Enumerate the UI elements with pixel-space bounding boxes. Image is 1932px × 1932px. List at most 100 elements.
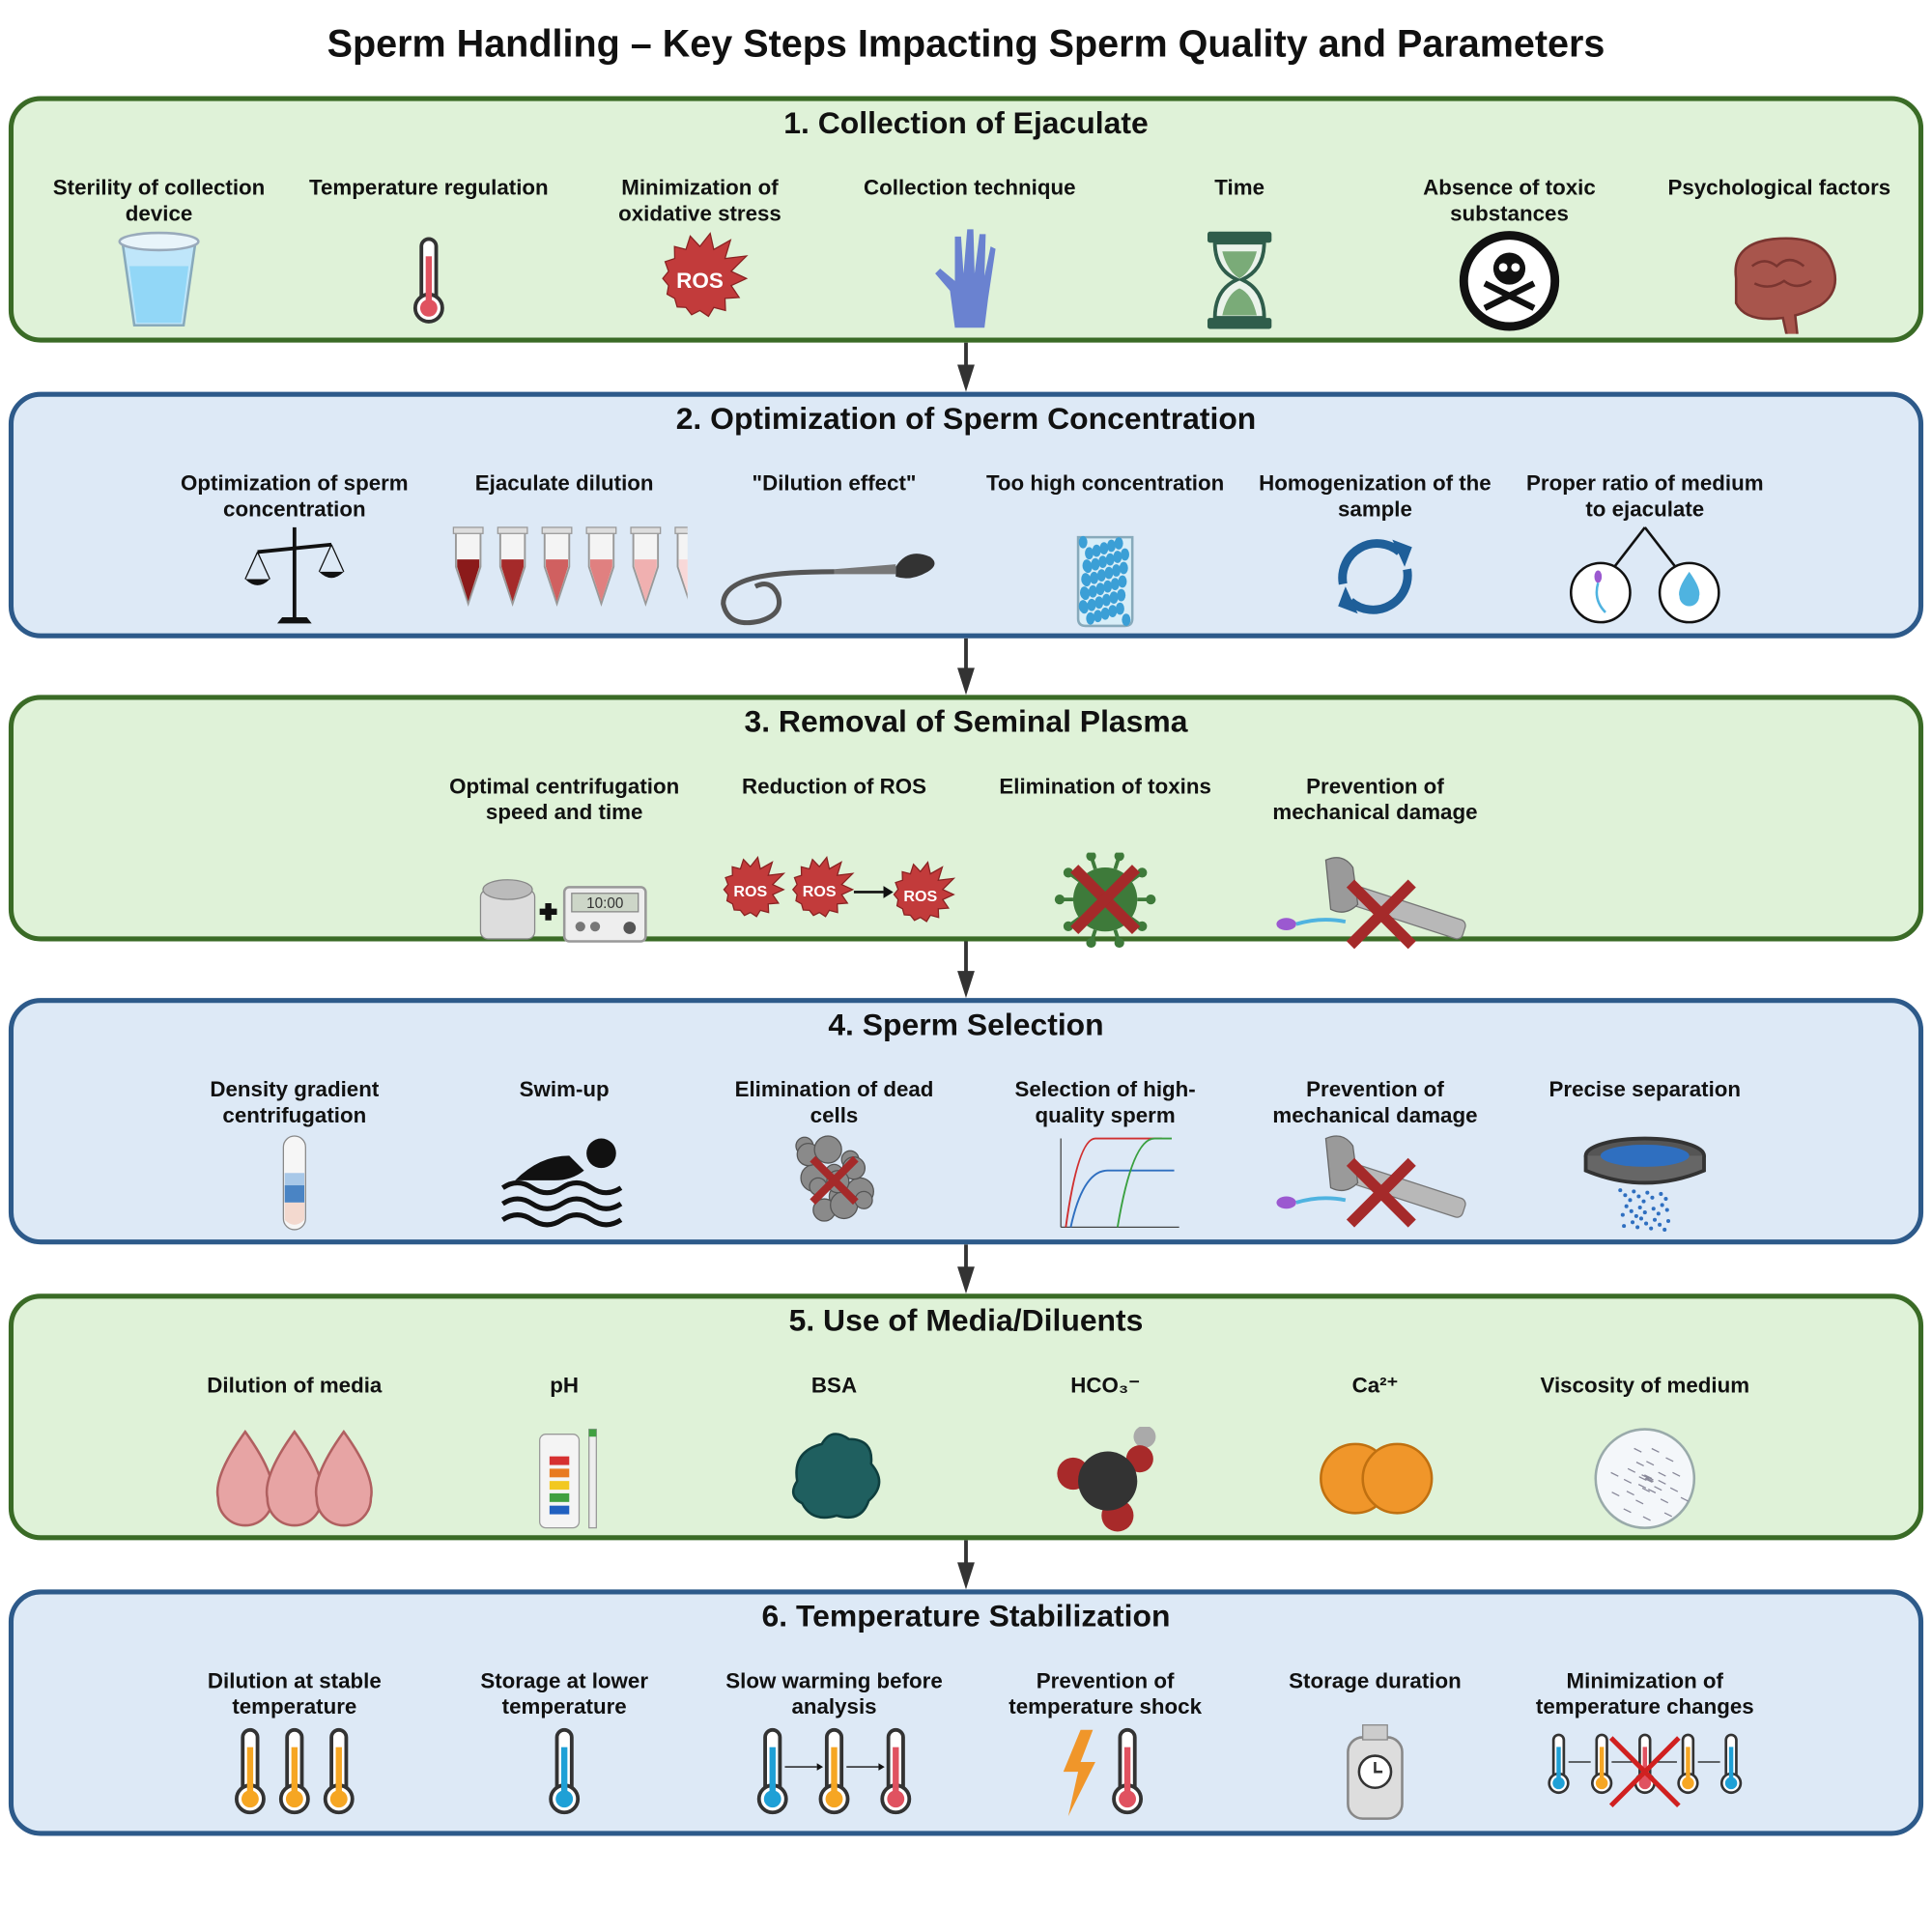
step-item-label: Ejaculate dilution (474, 470, 654, 496)
step-item-label: Storage at lower temperature (480, 1668, 649, 1719)
step-item-label: BSA (810, 1372, 858, 1398)
step-item-label: Selection of high-quality sperm (1014, 1076, 1196, 1128)
page-title: Sperm Handling – Key Steps Impacting Spe… (327, 21, 1605, 66)
flow-arrow (957, 1244, 975, 1294)
step-title: 1. Collection of Ejaculate (783, 105, 1149, 141)
step-item-label: Prevention of temperature shock (1009, 1668, 1202, 1719)
flow-arrow (957, 1540, 975, 1590)
step-item-label: Time (1214, 175, 1265, 200)
step-item: Minimization of temperature changes (1521, 1668, 1768, 1828)
step-item: Time (1117, 175, 1363, 334)
step-item-label: Psychological factors (1667, 175, 1891, 200)
step-item-label: Elimination of dead cells (734, 1076, 934, 1128)
hammer-crossed-icon (1276, 857, 1466, 950)
step-item: Storage duration (1252, 1668, 1498, 1828)
step-item-label: "Dilution effect" (752, 470, 917, 496)
step-item-label: Too high concentration (985, 470, 1225, 496)
step-item: Psychological factors (1656, 175, 1902, 334)
step-item: Optimization of sperm concentration (171, 470, 417, 630)
step-item: Storage at lower temperature (441, 1668, 688, 1828)
svg-text:ROS: ROS (903, 888, 937, 905)
hammer-crossed-icon (1276, 1135, 1466, 1228)
step-item-label: HCO₃⁻ (1070, 1372, 1140, 1398)
swimmer-icon (500, 1138, 623, 1228)
step-item: Elimination of toxins (982, 774, 1229, 957)
step-item-label: Dilution at stable temperature (207, 1668, 382, 1719)
step-item-label: Temperature regulation (309, 175, 549, 200)
gradient-tube-icon (282, 1135, 306, 1231)
molecule-icon (1057, 1427, 1156, 1532)
svg-text:10:00: 10:00 (586, 895, 623, 912)
flow-arrow (957, 342, 975, 392)
step-item-label: Minimization of temperature changes (1535, 1668, 1754, 1719)
centrifuge-timer-icon: 10:00 (479, 879, 647, 943)
step-item: BSA (711, 1373, 957, 1532)
thermometer-icon (412, 237, 444, 324)
step-item: Sterility of collection device (36, 175, 282, 334)
cycle-arrows-icon (1338, 539, 1412, 614)
warming-sequence-icon (756, 1727, 912, 1815)
step-item-label: pH (550, 1372, 580, 1398)
step-item: Prevention of temperature shock (982, 1668, 1229, 1828)
svg-text:ROS: ROS (676, 269, 724, 293)
step-item: Prevention of mechanical damage (1252, 1077, 1498, 1236)
sieve-icon (1583, 1136, 1706, 1232)
step-item-label: Dilution of media (207, 1372, 383, 1398)
step-title: 3. Removal of Seminal Plasma (744, 704, 1188, 740)
step-item-label: Storage duration (1289, 1668, 1462, 1693)
beaker-icon (1076, 535, 1134, 628)
step-item-label: Homogenization of the sample (1259, 470, 1492, 522)
step-item: Proper ratio of medium to ejaculate (1521, 470, 1768, 630)
flow-arrow (957, 638, 975, 696)
step-item-label: Optimal centrifugation speed and time (449, 774, 680, 825)
svg-text:ROS: ROS (733, 883, 767, 900)
sigmoid-chart-icon (1060, 1137, 1179, 1229)
step-item-label: Minimization of oxidative stress (618, 175, 781, 226)
temperature-changes-crossed-icon (1548, 1733, 1743, 1808)
step-item: Dilution at stable temperature (171, 1668, 417, 1828)
step-item: Collection technique (846, 175, 1093, 334)
step-item-label: Prevention of mechanical damage (1272, 774, 1478, 825)
step-item: Selection of high-quality sperm (982, 1077, 1229, 1236)
step-item-label: Ca²⁺ (1351, 1372, 1399, 1398)
protein-icon (791, 1433, 881, 1520)
dilution-tubes-icon (452, 526, 688, 608)
skull-crossbones-icon (1459, 231, 1560, 331)
step-item: Homogenization of the sample (1252, 470, 1498, 630)
cold-thermometer-icon (549, 1727, 581, 1815)
three-thermometers-icon (234, 1727, 355, 1815)
step-item-label: Optimization of sperm concentration (181, 470, 409, 522)
petri-dish-icon (1594, 1428, 1696, 1529)
dead-cells-crossed-icon (795, 1135, 874, 1222)
virus-crossed-icon (1054, 852, 1156, 949)
calcium-ions-icon (1320, 1442, 1434, 1515)
svg-text:ROS: ROS (803, 883, 837, 900)
step-item: Ca²⁺ (1252, 1373, 1498, 1532)
step-item: Viscosity of medium (1521, 1373, 1768, 1532)
step-title: 5. Use of Media/Diluents (788, 1303, 1144, 1339)
step-item: pH (441, 1373, 688, 1532)
step-item-label: Absence of toxic substances (1423, 175, 1596, 226)
step-item: Density gradient centrifugation (171, 1077, 417, 1236)
brain-icon (1734, 237, 1836, 334)
step-item-label: Precise separation (1548, 1076, 1742, 1102)
step-item-label: Swim-up (519, 1076, 610, 1102)
drops-icon (215, 1429, 373, 1527)
step-item: Swim-up (441, 1077, 688, 1236)
step-item-label: Prevention of mechanical damage (1272, 1076, 1478, 1128)
step-item: Elimination of dead cells (711, 1077, 957, 1236)
step-title: 6. Temperature Stabilization (761, 1599, 1171, 1634)
step-item: HCO₃⁻ (982, 1373, 1229, 1532)
ratio-circles-icon (1569, 526, 1720, 624)
step-item: "Dilution effect" (711, 470, 957, 630)
step-item-label: Viscosity of medium (1540, 1372, 1750, 1398)
lightning-thermometer-icon (1063, 1727, 1144, 1817)
step-item: Precise separation (1521, 1077, 1768, 1236)
